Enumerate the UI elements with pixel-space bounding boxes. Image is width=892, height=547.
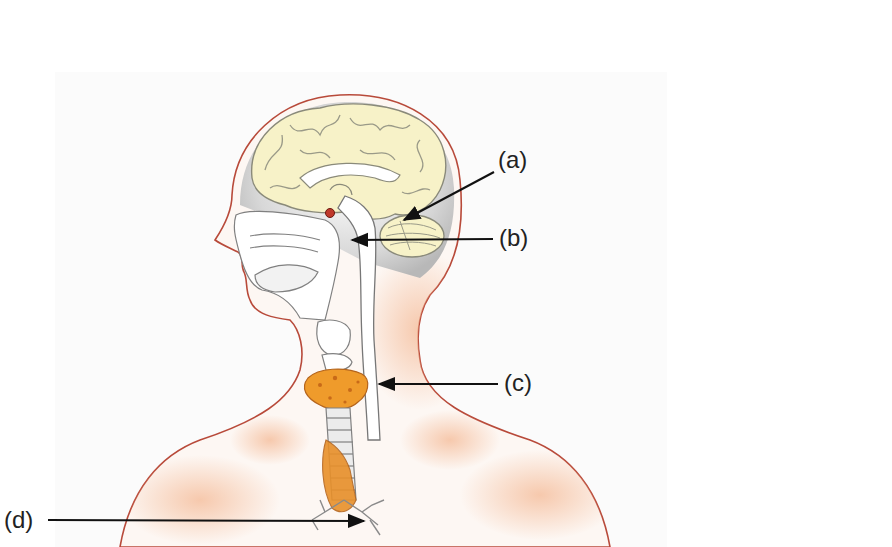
- bronchi: [312, 500, 384, 535]
- larynx: [317, 320, 352, 371]
- thyroid-texture: [318, 376, 360, 404]
- thyroid-gland: [304, 369, 367, 409]
- spinal-cord: [338, 196, 380, 440]
- leader-line: [379, 383, 498, 385]
- callout-letter: (c): [504, 371, 532, 395]
- leader-line: [404, 172, 494, 220]
- leader-lines: [48, 172, 498, 521]
- leader-line: [352, 239, 493, 240]
- callout-letter: (a): [498, 148, 527, 172]
- pituitary-dot: [326, 209, 335, 218]
- cerebellum: [380, 215, 444, 257]
- background-panel: [55, 72, 667, 547]
- callout-letter: (b): [499, 226, 528, 250]
- thymus: [323, 440, 356, 512]
- leader-line: [48, 520, 364, 521]
- callout-letter: (d): [4, 508, 33, 532]
- nasal-oral-cavity: [234, 211, 339, 320]
